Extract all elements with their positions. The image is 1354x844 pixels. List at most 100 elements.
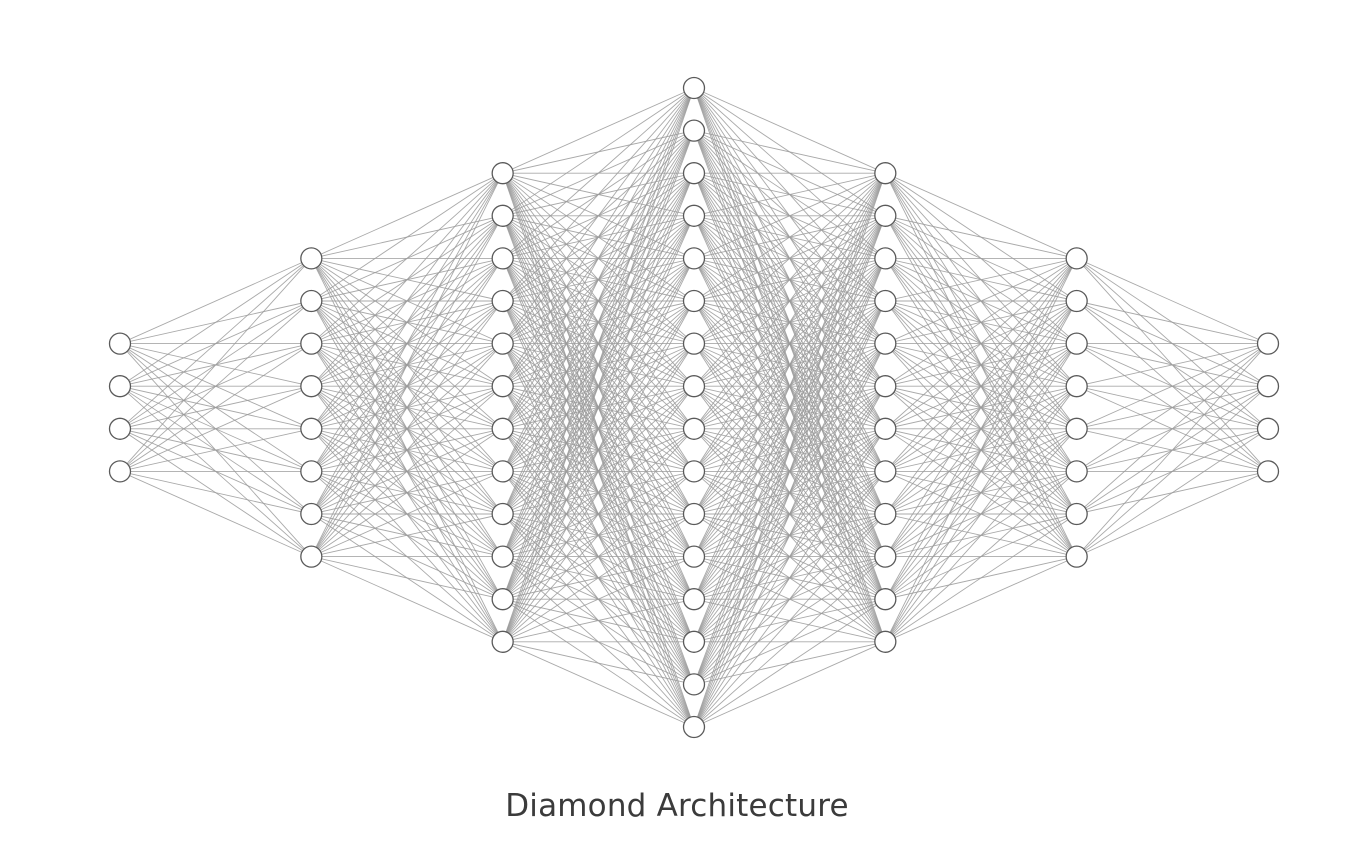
layer-1-node bbox=[108, 417, 132, 440]
connection-edge bbox=[502, 87, 695, 600]
connection-edge bbox=[119, 470, 312, 558]
layer-2-node bbox=[300, 332, 323, 355]
layer-1-node bbox=[108, 375, 132, 398]
connection-edge bbox=[885, 471, 1077, 643]
connection-edge bbox=[119, 300, 312, 472]
layer-4-node bbox=[682, 76, 706, 100]
layer-3-node bbox=[491, 162, 514, 185]
connection-edge bbox=[119, 343, 312, 472]
connection-edge bbox=[502, 87, 695, 515]
connection-edge bbox=[310, 300, 504, 557]
connection-edge bbox=[884, 428, 1078, 643]
connection-edge bbox=[693, 598, 886, 728]
layer-1-node bbox=[108, 460, 132, 483]
connection-edge bbox=[1076, 343, 1269, 472]
connection-edge bbox=[693, 87, 886, 174]
connection-edge bbox=[693, 556, 886, 728]
connection-edge bbox=[693, 428, 886, 728]
layer-3-node bbox=[491, 247, 514, 270]
connection-edge bbox=[693, 258, 886, 728]
connection-edge bbox=[1076, 343, 1269, 387]
connection-edge bbox=[311, 172, 503, 302]
connection-edge bbox=[502, 87, 695, 642]
connection-edge bbox=[502, 300, 695, 643]
layer-3-node bbox=[491, 630, 514, 653]
nodes-layer bbox=[108, 76, 1280, 739]
layer-3-node bbox=[491, 588, 514, 611]
connection-edge bbox=[310, 172, 504, 387]
connection-edge bbox=[693, 641, 886, 728]
layer-6-node bbox=[1065, 332, 1088, 355]
connection-edge bbox=[693, 172, 886, 387]
connection-edge bbox=[1076, 470, 1269, 558]
diagram-caption: Diamond Architecture bbox=[505, 788, 849, 824]
connection-edge bbox=[1076, 343, 1269, 430]
layer-4-node bbox=[682, 204, 706, 227]
connection-edge bbox=[884, 385, 1078, 643]
connection-edge bbox=[884, 300, 1078, 643]
connection-edge bbox=[693, 513, 886, 728]
layer-3-node bbox=[491, 332, 514, 355]
connection-edge bbox=[693, 172, 886, 472]
layer-2-node bbox=[300, 460, 323, 483]
connection-edge bbox=[502, 173, 695, 642]
connection-edge bbox=[693, 173, 886, 685]
connection-edge bbox=[1076, 428, 1269, 557]
connection-edge bbox=[1076, 343, 1269, 515]
connection-edge bbox=[693, 172, 886, 259]
connection-edge bbox=[693, 343, 886, 728]
connection-edge bbox=[693, 172, 886, 302]
layer-4-node bbox=[682, 502, 706, 526]
layer-4-node bbox=[682, 545, 706, 568]
connection-edge bbox=[693, 173, 886, 600]
connection-edge bbox=[885, 215, 1077, 259]
connection-edge bbox=[311, 385, 503, 557]
connection-edge bbox=[502, 258, 695, 643]
connection-edge bbox=[885, 258, 1077, 430]
connection-edge bbox=[502, 87, 695, 174]
layer-7-node bbox=[1256, 417, 1280, 440]
layer-3-node bbox=[491, 502, 514, 526]
connection-edge bbox=[884, 258, 1078, 557]
connection-edge bbox=[1076, 385, 1269, 557]
layer-2-node bbox=[300, 375, 323, 398]
layer-7-node bbox=[1256, 375, 1280, 398]
layer-3-node bbox=[491, 417, 514, 440]
connection-edge bbox=[502, 215, 695, 642]
connection-edge bbox=[311, 513, 503, 558]
connection-edge bbox=[693, 215, 886, 728]
connection-edge bbox=[311, 556, 503, 600]
connection-edge bbox=[310, 172, 504, 472]
layer-7-node bbox=[1256, 460, 1280, 483]
connection-edge bbox=[693, 173, 886, 728]
connection-edge bbox=[310, 215, 504, 557]
layer-4-node bbox=[682, 588, 706, 611]
layer-3-node bbox=[491, 204, 514, 227]
connection-edge bbox=[311, 556, 503, 643]
layer-5-node bbox=[874, 502, 897, 526]
connection-edge bbox=[311, 172, 503, 344]
layer-4-node bbox=[682, 375, 706, 398]
layer-5-node bbox=[874, 460, 897, 483]
connection-edge bbox=[502, 87, 695, 472]
connection-edge bbox=[502, 641, 695, 728]
connection-edge bbox=[693, 471, 886, 728]
layer-4-node bbox=[682, 289, 706, 313]
layer-4-node bbox=[682, 162, 706, 185]
layer-2-node bbox=[300, 545, 323, 568]
connection-edge bbox=[502, 87, 695, 344]
connection-edge bbox=[502, 428, 695, 643]
connection-edge bbox=[502, 87, 695, 387]
connection-edge bbox=[502, 556, 695, 643]
layer-4-node bbox=[682, 332, 706, 355]
layer-4-node bbox=[682, 417, 706, 440]
connection-edge bbox=[885, 513, 1077, 643]
connection-edge bbox=[693, 172, 886, 344]
connection-edge bbox=[885, 172, 1077, 259]
layer-5-node bbox=[874, 289, 897, 313]
layer-7-node bbox=[1256, 332, 1280, 355]
connection-edge bbox=[885, 258, 1077, 387]
connection-edge bbox=[693, 172, 886, 217]
connection-edge bbox=[693, 172, 886, 557]
connection-edge bbox=[502, 130, 695, 642]
